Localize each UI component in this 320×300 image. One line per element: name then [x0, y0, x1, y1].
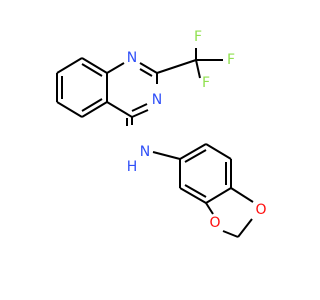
bond — [205, 187, 232, 204]
bond — [106, 101, 133, 118]
bond — [56, 101, 83, 118]
bond — [81, 63, 103, 77]
atom-label-f1: F — [194, 29, 202, 45]
bond — [139, 68, 153, 77]
atom-label-o1: O — [255, 202, 266, 218]
bond — [179, 143, 207, 160]
bond — [81, 98, 103, 112]
bond — [139, 62, 158, 74]
atom-labels: N N N H F F F O O — [127, 29, 267, 231]
bond — [179, 187, 207, 204]
bond — [131, 109, 149, 118]
atom-label-n1: N — [127, 50, 137, 66]
bond — [205, 143, 232, 160]
molecule-structure-diagram: N N N H F F F O O — [56, 29, 267, 238]
bond — [230, 187, 254, 203]
bond — [222, 230, 239, 238]
bond — [56, 57, 83, 74]
atom-label-o2: O — [209, 215, 220, 231]
bond — [131, 103, 148, 112]
bonds — [56, 48, 254, 238]
atom-label-h: H — [127, 159, 138, 175]
bond — [81, 57, 108, 74]
bond — [156, 59, 197, 74]
bond — [237, 218, 253, 238]
bond — [81, 101, 108, 118]
bond — [152, 151, 181, 160]
atom-label-n3: N — [152, 92, 162, 108]
bond — [106, 62, 125, 74]
bond — [184, 149, 207, 163]
bond — [195, 59, 201, 79]
atom-label-nh: N — [140, 144, 150, 160]
bond — [184, 184, 207, 198]
molecule-svg: N N N H F F F O O — [56, 29, 267, 238]
bond — [205, 202, 214, 215]
atom-label-f2: F — [227, 52, 235, 68]
atom-label-f3: F — [202, 75, 210, 91]
